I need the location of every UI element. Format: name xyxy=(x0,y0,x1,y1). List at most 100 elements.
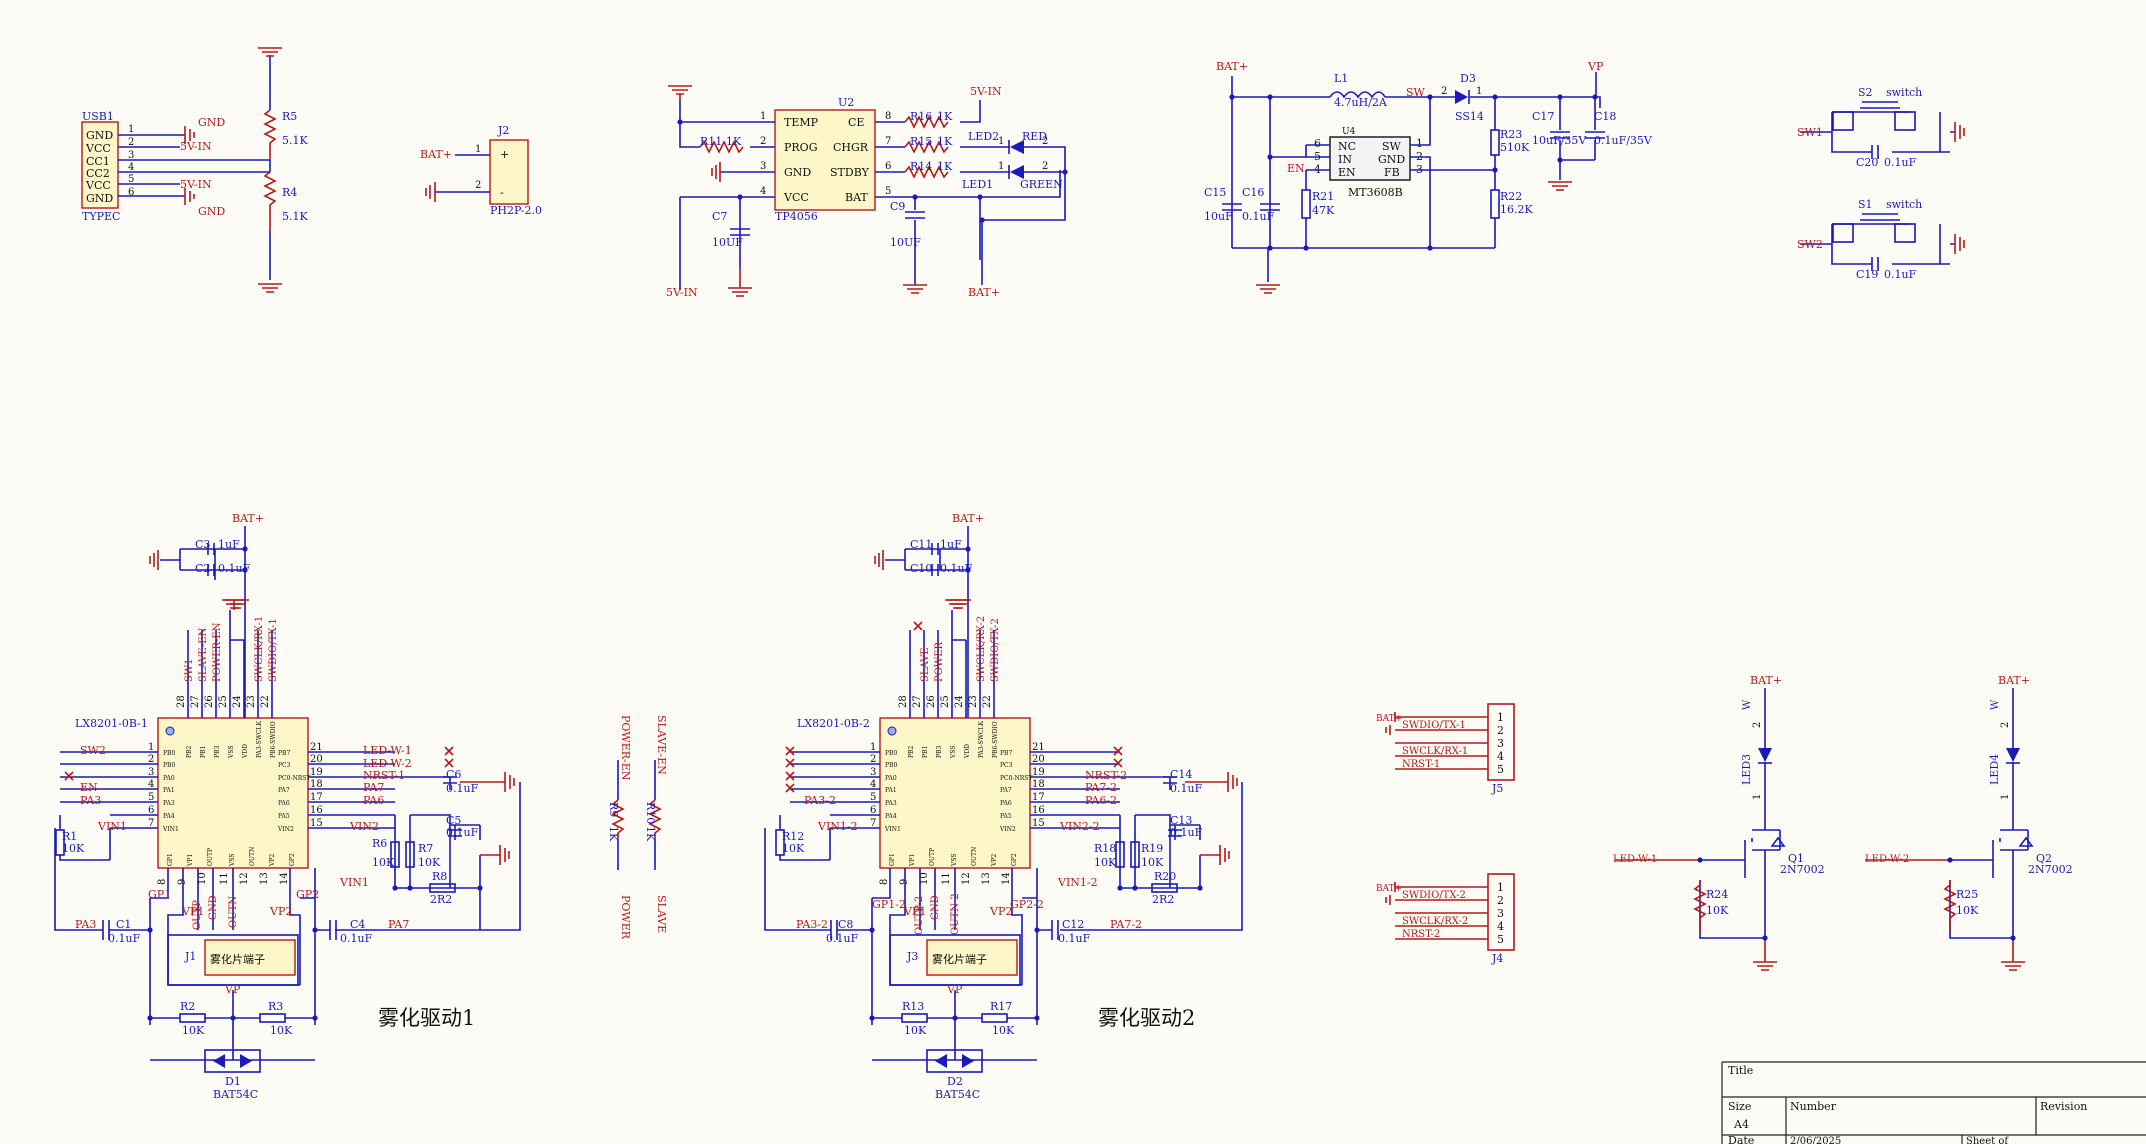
u2-pin-bat: BAT xyxy=(845,191,868,204)
j5-net-swclk: SWCLK/RX-1 xyxy=(1402,746,1468,757)
r21-ref: R21 xyxy=(1312,190,1334,203)
j2-connector: J2 PH2P-2.0 + - 1 2 BAT+ xyxy=(420,124,542,217)
ic-right-pin-number: 21 xyxy=(1032,742,1045,753)
ic-top-pin-number: 25 xyxy=(940,695,951,708)
s2-type: switch xyxy=(1886,86,1922,99)
tb-title-label: Title xyxy=(1728,1064,1753,1077)
c7-value: 10UF xyxy=(712,236,743,249)
ic-left-pin-name: PA1 xyxy=(885,787,897,794)
ic-right-pin-name: PA6 xyxy=(278,800,290,807)
j5-net-bat: BAT+ xyxy=(1376,714,1402,724)
d2-net-bat: BAT+ xyxy=(952,512,984,525)
ic-bottom-pin-name: VP1 xyxy=(187,854,194,867)
r20-value: 2R2 xyxy=(1152,893,1174,906)
led-driver-2: BAT+ W 2 1 LED4 Q2 2N7002 LED-W-2 R25 10… xyxy=(1865,674,2073,971)
j2-body xyxy=(489,139,529,205)
ic-bottom-pin-name: VP2 xyxy=(991,854,998,867)
d1-net-vp1: VP1 xyxy=(181,905,204,918)
usb-pinnum: 6 xyxy=(128,187,134,198)
ic-top-pin-name: VSS xyxy=(228,746,235,759)
ic-right-pin-number: 21 xyxy=(310,742,323,753)
c15-ref: C15 xyxy=(1204,186,1226,199)
d1-diode-icon xyxy=(213,1054,225,1068)
led3-pin: 1 xyxy=(1752,794,1763,800)
r25-value: 10K xyxy=(1956,904,1979,917)
d2-net-vin1-r: VIN1-2 xyxy=(1057,876,1098,889)
d2-net-vp1: VP1 xyxy=(903,905,926,918)
tp4056-charger: U2 TP4056 TEMP PROG GND VCC CE CHGR STDB… xyxy=(666,85,1068,299)
usb-net-gnd: GND xyxy=(198,116,225,129)
ic-bottom-pin-number: 10 xyxy=(919,872,930,885)
c12-ref: C12 xyxy=(1062,918,1084,931)
d1-diode-icon-2 xyxy=(240,1054,252,1068)
r17-ref: R17 xyxy=(990,1000,1012,1013)
led3-ref: LED3 xyxy=(1740,754,1753,785)
j1-label-box xyxy=(204,939,296,976)
ic-left-pin-name: VIN1 xyxy=(162,826,179,833)
ic-top-pin-name: PB6-SWDIO xyxy=(992,721,999,758)
ic-left-pin-number: 1 xyxy=(148,742,154,753)
ic-top-pin-name: PB3 xyxy=(936,746,943,758)
driver-2: BAT+ C11 1uF C10 0.1uF LX8201-0B-2 PA3-2… xyxy=(764,512,1243,1101)
l1-ref: L1 xyxy=(1334,72,1348,85)
u2-pin-vcc: VCC xyxy=(783,191,809,204)
r5-ref: R5 xyxy=(282,110,297,123)
d2-net-gp2: GP2-2 xyxy=(1010,898,1044,911)
c18-ref: C18 xyxy=(1594,110,1616,123)
ic-bottom-pin-number: 9 xyxy=(899,879,910,885)
r11-ref: R11 xyxy=(700,135,722,148)
r21-value: 47K xyxy=(1312,204,1335,217)
ic-right-pin-name: PB7 xyxy=(1000,750,1012,757)
tb-sheet-label: Sheet of xyxy=(1966,1136,2009,1144)
r5-value: 5.1K xyxy=(282,134,308,147)
r4-value: 5.1K xyxy=(282,210,308,223)
d2-net-pa7-b: PA7-2 xyxy=(1110,918,1142,931)
u2-type: TP4056 xyxy=(775,210,818,223)
j4-pin: 1 xyxy=(1497,881,1504,894)
c9-ref: C9 xyxy=(890,200,905,213)
ic-right-pin-name: PC3 xyxy=(1000,762,1013,769)
title-block: Title Size A4 Number Revision Date 2/06/… xyxy=(1721,1061,2146,1144)
d2-net-pa3: PA3-2 xyxy=(804,794,836,807)
boost-net-vp: VP xyxy=(1587,60,1604,73)
u2-pin-stdby: STDBY xyxy=(830,166,870,179)
ic-bottom-pin-name: GP1 xyxy=(167,853,174,866)
r11-value: 1K xyxy=(726,135,742,148)
d2-ref: D2 xyxy=(947,1075,963,1088)
c2-value: 0.1uF xyxy=(218,562,251,575)
l1-value: 4.7uH/2A xyxy=(1334,96,1388,109)
r12-ref: R12 xyxy=(782,830,804,843)
c15-value: 10uF xyxy=(1204,210,1233,223)
usb-net-5v-2: 5V-IN xyxy=(180,178,212,191)
ic-top-net-label: SWCLK/RX-2 xyxy=(976,616,987,682)
ic-top-net-label: POWER-EN xyxy=(212,622,223,682)
c9-value: 10UF xyxy=(890,236,921,249)
boost-net-sw: SW xyxy=(1406,86,1426,99)
usb-pin-gnd2: GND xyxy=(86,192,113,205)
u4-pin-en: EN xyxy=(1338,166,1356,179)
ic-left-pin-number: 2 xyxy=(148,754,154,765)
u4-pin-sw: SW xyxy=(1382,140,1402,153)
ic-top-pin-name: PA3-SWCLK xyxy=(978,720,985,758)
d2-net-outn: OUTN-2 xyxy=(950,893,961,935)
lx8201-1-ref: LX8201-0B-1 xyxy=(75,717,148,730)
c5-ref: C5 xyxy=(446,814,461,827)
led-pin: 2 xyxy=(1042,136,1048,147)
c5-value: 0.1uF xyxy=(446,826,479,839)
ic-top-net-label: SW1 xyxy=(184,659,195,683)
ic-bottom-pin-name: OUTP xyxy=(929,848,936,866)
d1-net-vin1: VIN1 xyxy=(97,820,127,833)
d2-net-gp1: GP1-2 xyxy=(872,898,906,911)
j4-pin: 2 xyxy=(1497,894,1504,907)
link-net-power: POWER xyxy=(619,895,632,940)
pin1-dot-2 xyxy=(887,726,897,736)
ic-bottom-pin-number: 13 xyxy=(981,872,992,885)
j5-pin: 4 xyxy=(1497,750,1504,763)
ic-bottom-pin-number: 12 xyxy=(961,872,972,885)
switch-s2: S2 switch SW1 C20 0.1uF xyxy=(1797,86,1965,169)
r12-value: 10K xyxy=(782,842,805,855)
d2-net-vp2: VP2 xyxy=(989,905,1012,918)
r22-value: 16.2K xyxy=(1500,203,1533,216)
d1-net-pa3-b: PA3 xyxy=(75,918,96,931)
ic-top-pin-name: PB2 xyxy=(908,746,915,758)
